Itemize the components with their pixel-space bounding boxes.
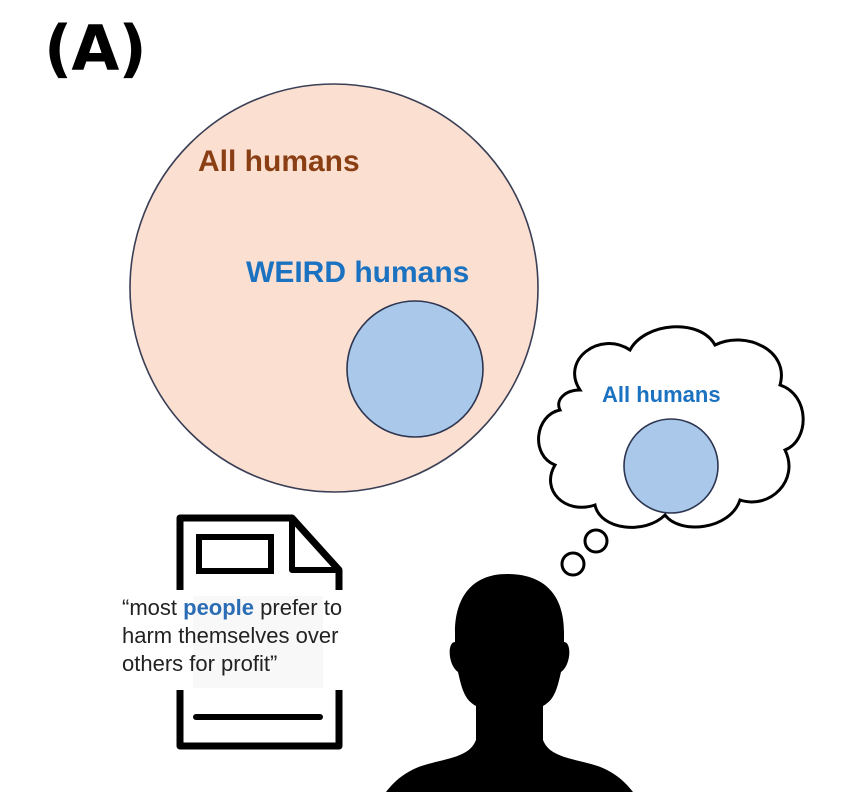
cloud-all-humans-label: All humans bbox=[602, 382, 721, 407]
quote-highlight-people: people bbox=[183, 595, 255, 620]
quote-line-3: others for profit” bbox=[122, 651, 278, 676]
panel-label: (A) bbox=[44, 12, 147, 85]
weird-humans-label: WEIRD humans bbox=[246, 256, 470, 289]
document-icon bbox=[176, 514, 343, 750]
quote-line-1: “most people prefer to bbox=[122, 594, 342, 622]
weird-humans-circle bbox=[346, 300, 484, 438]
quote-open: “most bbox=[122, 595, 184, 620]
quote-line-2: harm themselves over bbox=[122, 623, 339, 648]
thought-bubble-small bbox=[560, 551, 586, 577]
person-silhouette-icon bbox=[386, 574, 633, 792]
cloud-humans-circle bbox=[623, 418, 719, 514]
all-humans-label: All humans bbox=[198, 145, 360, 178]
quote-rest: prefer to bbox=[254, 595, 343, 620]
document-quote: “most people prefer to harm themselves o… bbox=[122, 594, 342, 678]
thought-bubble-large bbox=[583, 528, 609, 554]
